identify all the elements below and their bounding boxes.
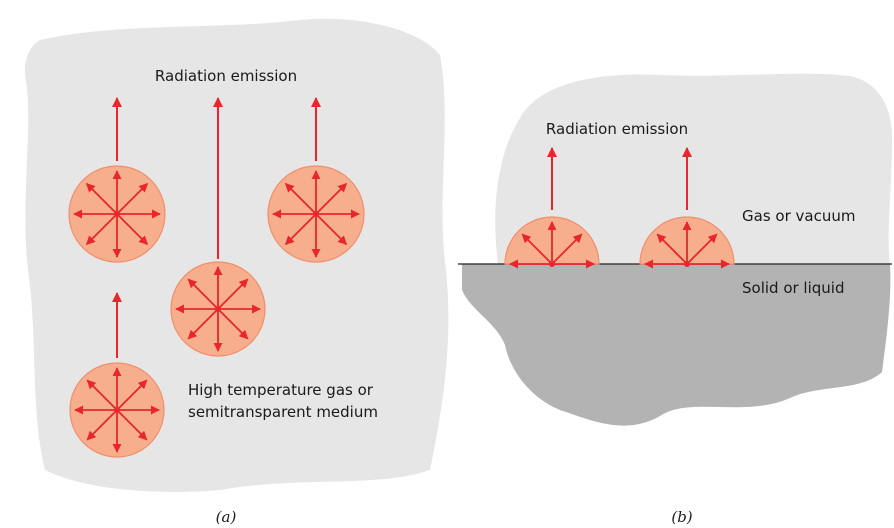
emitter-sphere	[69, 362, 165, 458]
solid-region	[462, 264, 891, 426]
panel-b-caption: (b)	[671, 508, 692, 526]
upper-region-label: Gas or vacuum	[742, 207, 855, 225]
emission-ray	[217, 278, 249, 310]
emission-ray	[86, 409, 118, 441]
emitter-center	[114, 407, 120, 413]
gas-region	[495, 73, 893, 264]
panel-a-medium-label-line2: semitransparent medium	[188, 403, 378, 421]
emission-ray	[116, 379, 148, 411]
panel-a-medium-label-line1: High temperature gas or	[188, 381, 374, 399]
emission-ray	[85, 182, 118, 215]
emitter-sphere	[267, 165, 365, 263]
panel-b-emission-arrows	[547, 147, 692, 210]
emission-ray	[315, 182, 348, 215]
emission-ray	[284, 182, 317, 215]
emitter-sphere	[68, 165, 166, 263]
panel-a: Radiation emission High temperature gas …	[24, 18, 449, 526]
surface-emitter-hemisphere	[639, 216, 735, 269]
emitter-center	[215, 306, 221, 312]
lower-region-label: Solid or liquid	[742, 279, 845, 297]
surface-emitter-hemisphere	[504, 216, 600, 269]
emitter-sphere	[170, 261, 266, 357]
emission-ray	[656, 233, 688, 265]
emitter-center	[313, 211, 319, 217]
emitter-center	[549, 261, 555, 267]
emission-ray	[85, 213, 118, 246]
emitter-center	[114, 211, 120, 217]
emission-ray	[551, 233, 583, 265]
panel-a-title: Radiation emission	[155, 67, 297, 85]
emission-ray	[284, 213, 317, 246]
emission-ray	[86, 379, 118, 411]
emission-ray	[521, 233, 553, 265]
emission-ray	[217, 308, 249, 340]
panel-b: Radiation emission Gas or vacuum Solid o…	[458, 73, 893, 526]
emission-ray	[686, 233, 718, 265]
emission-ray	[187, 308, 219, 340]
emission-ray	[187, 278, 219, 310]
panel-b-title: Radiation emission	[546, 120, 688, 138]
emission-ray	[116, 409, 148, 441]
emission-ray	[116, 182, 149, 215]
emitter-center	[684, 261, 690, 267]
panel-a-emission-arrows	[112, 97, 321, 358]
emission-ray	[116, 213, 149, 246]
panel-a-caption: (a)	[216, 508, 237, 526]
emission-ray	[315, 213, 348, 246]
